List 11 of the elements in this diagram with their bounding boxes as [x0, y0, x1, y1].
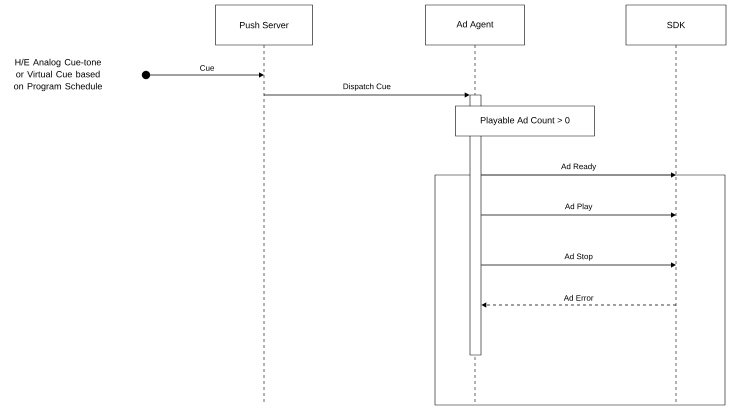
condition-box: Playable Ad Count > 0: [455, 106, 595, 136]
edge-label: Dispatch Cue: [344, 83, 390, 91]
participant-with-lifeline: Push Server: [215, 4, 313, 406]
edge-label: Ad Error: [564, 294, 594, 301]
start-dot: [142, 70, 150, 80]
edge-label: Ad Stop: [564, 253, 593, 261]
edge-label: Ad Play: [564, 203, 592, 211]
note-text: H/E Analog Cue-tone or Virtual Cue based on Program Schedule: [14, 58, 102, 92]
edge-label: Cue: [200, 65, 214, 71]
participant-with-lifeline: SDK: [626, 4, 726, 406]
edge-label: Ad Ready: [561, 163, 596, 171]
